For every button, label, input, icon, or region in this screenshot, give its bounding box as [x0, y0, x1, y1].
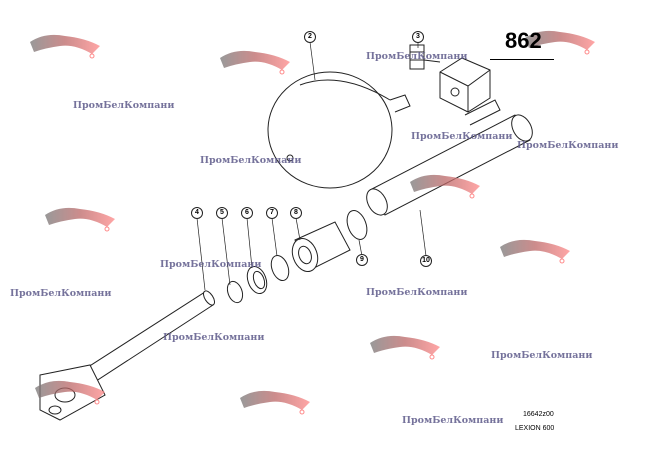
callout-5: 5: [216, 207, 228, 219]
part-nut: [291, 221, 351, 272]
logo-watermark: [34, 380, 106, 405]
part-block: [439, 57, 491, 113]
watermark-text: ПромБелКомпани: [411, 131, 513, 142]
callout-10: 10: [420, 255, 432, 267]
logo-watermark: [29, 34, 101, 59]
logo-watermark: [409, 174, 481, 199]
callout-8: 8: [290, 207, 302, 219]
part-ring-5: [226, 280, 244, 304]
callout-3: 3: [412, 31, 424, 43]
drawing-number: 16642z00: [523, 411, 554, 418]
leader-lines: [196, 41, 427, 291]
title-underline: [490, 59, 554, 60]
logo-watermark: [44, 207, 116, 232]
watermark-text: ПромБелКомпани: [366, 51, 468, 62]
watermark-text: ПромБелКомпани: [402, 415, 504, 426]
logo-watermark: [499, 239, 571, 264]
watermark-text: ПромБелКомпани: [160, 259, 262, 270]
watermark-text: ПромБелКомпани: [200, 155, 302, 166]
part-accumulator: [267, 71, 411, 189]
watermark-text: ПромБелКомпани: [73, 100, 175, 111]
logo-watermark: [219, 50, 291, 75]
watermark-text: ПромБелКомпани: [10, 288, 112, 299]
part-rod: [39, 290, 215, 421]
watermark-text: ПромБелКомпани: [491, 350, 593, 361]
callout-7: 7: [266, 207, 278, 219]
logo-watermark: [239, 390, 311, 415]
logo-watermark: [369, 335, 441, 360]
watermark-text: ПромБелКомпани: [517, 140, 619, 151]
model-name: LEXION 600: [515, 425, 555, 432]
part-oring-9: [346, 210, 368, 240]
watermark-text: ПромБелКомпани: [366, 287, 468, 298]
callout-2: 2: [304, 31, 316, 43]
watermark-text: ПромБелКомпани: [163, 332, 265, 343]
part-cylinder: [366, 99, 533, 216]
part-ring-7: [270, 254, 290, 282]
callout-9: 9: [356, 254, 368, 266]
callout-4: 4: [191, 207, 203, 219]
part-fitting: [409, 44, 441, 70]
diagram-number: 862: [505, 28, 542, 53]
callout-6: 6: [241, 207, 253, 219]
